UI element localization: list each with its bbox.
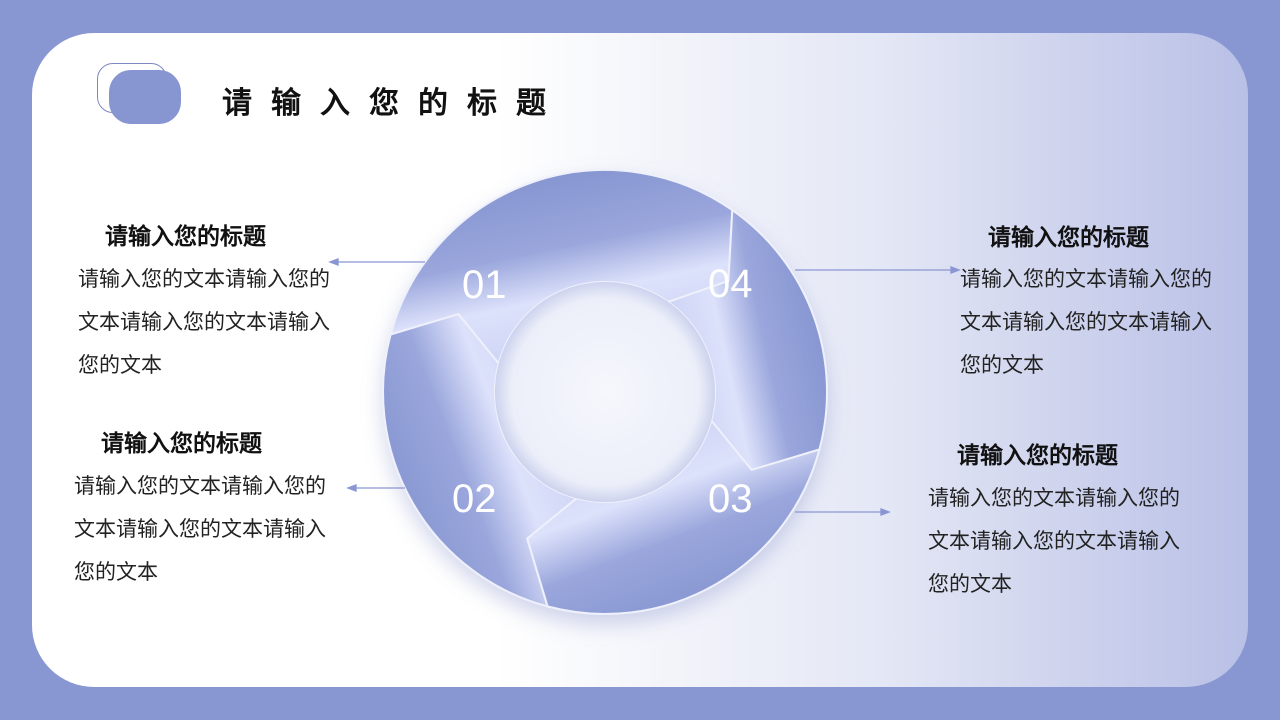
block-04-title: 请输入您的标题 <box>988 224 1149 251</box>
block-03-title: 请输入您的标题 <box>957 442 1118 469</box>
arrowhead-01 <box>328 258 339 266</box>
block-04-body: 请输入您的文本请输入您的文本请输入您的文本请输入您的文本 <box>960 267 1212 377</box>
ring-center <box>495 282 715 502</box>
segment-number-04: 04 <box>708 262 753 306</box>
block-01-body: 请输入您的文本请输入您的文本请输入您的文本请输入您的文本 <box>78 267 330 377</box>
segment-number-02: 02 <box>452 477 497 521</box>
arrowhead-04 <box>950 266 961 274</box>
segment-number-03: 03 <box>708 477 753 521</box>
slide-title: 请输入您的标题 <box>222 86 565 121</box>
title-decoration-shape <box>109 70 181 124</box>
block-03-body: 请输入您的文本请输入您的文本请输入您的文本请输入您的文本 <box>928 486 1180 596</box>
segment-number-01: 01 <box>462 263 507 307</box>
block-01-title: 请输入您的标题 <box>105 223 266 250</box>
block-02-title: 请输入您的标题 <box>101 430 262 457</box>
arrowhead-03 <box>880 508 891 516</box>
arrowhead-02 <box>346 484 357 492</box>
block-02-body: 请输入您的文本请输入您的文本请输入您的文本请输入您的文本 <box>74 474 326 584</box>
